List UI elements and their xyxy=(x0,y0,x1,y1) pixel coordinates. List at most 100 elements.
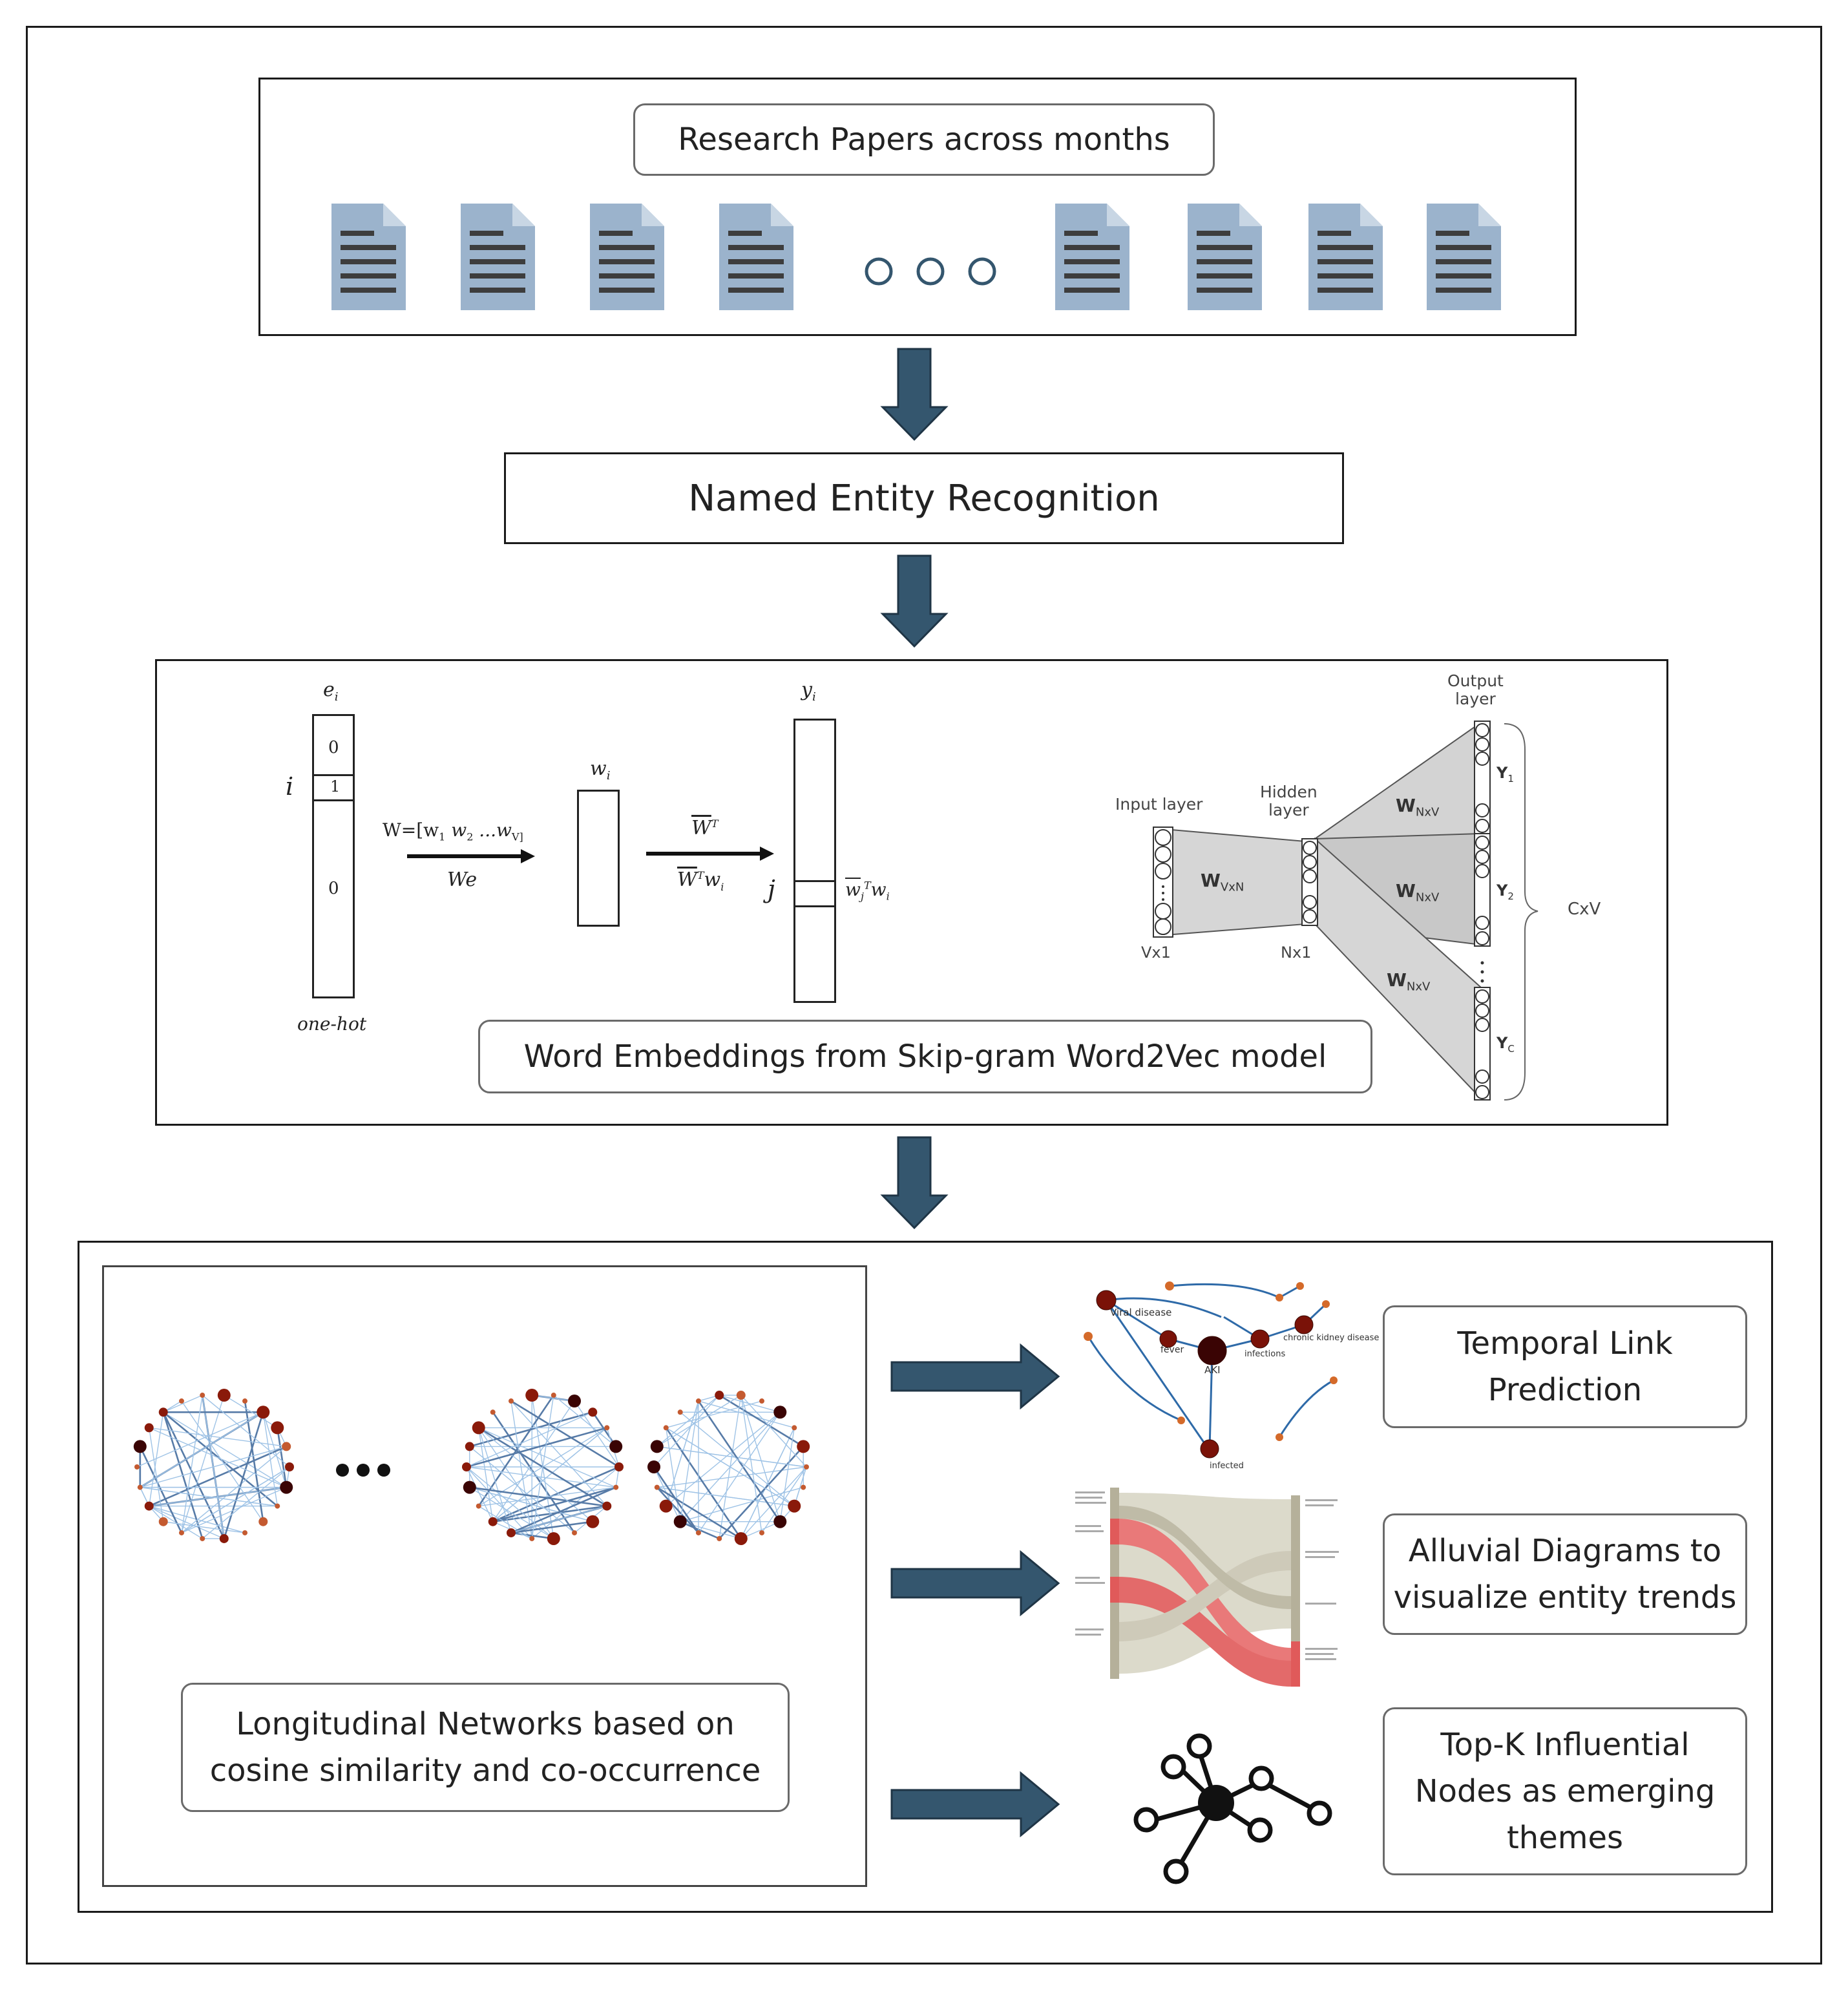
network-edge xyxy=(149,1427,287,1448)
yi-label: yi xyxy=(801,679,816,704)
network-node xyxy=(158,1517,168,1526)
wi-label: wi xyxy=(590,757,611,783)
network-edge xyxy=(181,1400,264,1522)
network-node xyxy=(614,1462,624,1471)
wtwi-label: WTwi xyxy=(677,869,724,893)
network-node xyxy=(134,1464,140,1470)
network-edge xyxy=(531,1395,554,1539)
network-edge xyxy=(531,1466,620,1539)
right-arrow-icon xyxy=(890,1343,1060,1410)
onehot-one: 1 xyxy=(330,777,341,795)
ei-label: ei xyxy=(323,679,339,704)
onehot-cell-1 xyxy=(312,774,355,801)
network-edge xyxy=(140,1446,287,1488)
network-edge xyxy=(510,1486,616,1534)
outer-frame xyxy=(26,26,1822,1965)
y2-label: Y2 xyxy=(1496,881,1514,902)
network-node xyxy=(717,1535,722,1541)
network-node xyxy=(525,1389,539,1402)
network-edge xyxy=(262,1412,278,1506)
network-edge xyxy=(478,1427,616,1488)
network-node xyxy=(613,1484,619,1490)
network-edge xyxy=(719,1394,804,1448)
network-edge xyxy=(202,1466,290,1539)
network-edge xyxy=(553,1395,616,1447)
network-node xyxy=(677,1409,683,1415)
network-node xyxy=(759,1530,765,1535)
we-label: We xyxy=(447,869,478,891)
network-node xyxy=(257,1406,270,1419)
network-node xyxy=(133,1440,147,1453)
link-graph-label: Viral disease xyxy=(1110,1307,1171,1318)
network-edge xyxy=(653,1395,720,1468)
ner-box: Named Entity Recognition xyxy=(504,452,1344,544)
network-node xyxy=(178,1530,184,1535)
network-edge xyxy=(466,1411,593,1468)
network-node xyxy=(285,1462,294,1471)
document-row xyxy=(331,204,1501,310)
network-node xyxy=(280,1480,293,1494)
research-papers-title: Research Papers across months xyxy=(633,103,1215,176)
network-edge xyxy=(666,1427,681,1522)
longitudinal-networks xyxy=(133,1389,810,1545)
network-edge xyxy=(656,1486,795,1507)
network-edge xyxy=(149,1486,287,1507)
network-node xyxy=(242,1530,248,1535)
right-arrow-icon xyxy=(890,1771,1060,1838)
yc-label: YC xyxy=(1496,1034,1515,1055)
w-nxv-label-top: WNxV xyxy=(1396,795,1440,819)
wjtwi-label: wjTwi xyxy=(845,879,890,903)
network-edge xyxy=(656,1395,720,1447)
i-label: i xyxy=(286,772,294,801)
network-edge xyxy=(666,1400,699,1506)
network-node xyxy=(275,1503,280,1509)
network-node xyxy=(178,1398,184,1404)
network-edge xyxy=(181,1446,287,1533)
network-node xyxy=(695,1530,701,1535)
network-edge xyxy=(510,1505,607,1533)
network-edge xyxy=(181,1395,203,1533)
link-graph-label: AKI xyxy=(1204,1364,1221,1376)
yi-vector xyxy=(793,719,836,1003)
analysis-panel xyxy=(78,1241,1773,1913)
network-edge xyxy=(139,1446,183,1533)
input-layer-label: Input layer xyxy=(1115,795,1203,814)
network-edge xyxy=(149,1412,164,1506)
network-node xyxy=(736,1391,746,1400)
w-vxn-label: WVxN xyxy=(1201,870,1244,894)
network-edge xyxy=(740,1521,781,1539)
w-matrix-label: W=[w1 w2 ...wV] xyxy=(383,819,523,843)
network-node xyxy=(465,1442,474,1451)
network-node xyxy=(242,1398,248,1404)
right-arrows xyxy=(890,1343,1060,1838)
w-nxv-label-mid: WNxV xyxy=(1396,880,1440,905)
network-edge xyxy=(740,1395,807,1468)
network-node xyxy=(158,1407,168,1417)
network-node xyxy=(490,1409,496,1415)
network-edge xyxy=(469,1486,554,1539)
network-edge xyxy=(698,1400,795,1429)
network-node xyxy=(695,1398,701,1404)
network-node xyxy=(488,1517,498,1526)
network-edge xyxy=(181,1395,225,1533)
network-node xyxy=(200,1535,205,1541)
network-edge xyxy=(202,1395,290,1468)
network-edge xyxy=(478,1506,532,1539)
network-edge xyxy=(149,1427,164,1522)
down-arrows xyxy=(880,348,949,1230)
network-node xyxy=(654,1484,660,1490)
cxv-label: CxV xyxy=(1568,900,1601,919)
network-node xyxy=(773,1515,787,1528)
network-edge xyxy=(466,1427,607,1468)
network-node xyxy=(788,1499,801,1513)
network-node xyxy=(609,1440,623,1453)
network-edge xyxy=(510,1400,532,1539)
j-label: j xyxy=(768,875,775,903)
network-edge xyxy=(665,1427,742,1539)
network-node xyxy=(462,1462,471,1471)
network-edge xyxy=(779,1427,795,1522)
network-edge xyxy=(698,1411,781,1533)
network-edge xyxy=(223,1411,264,1539)
network-edge xyxy=(492,1466,620,1522)
